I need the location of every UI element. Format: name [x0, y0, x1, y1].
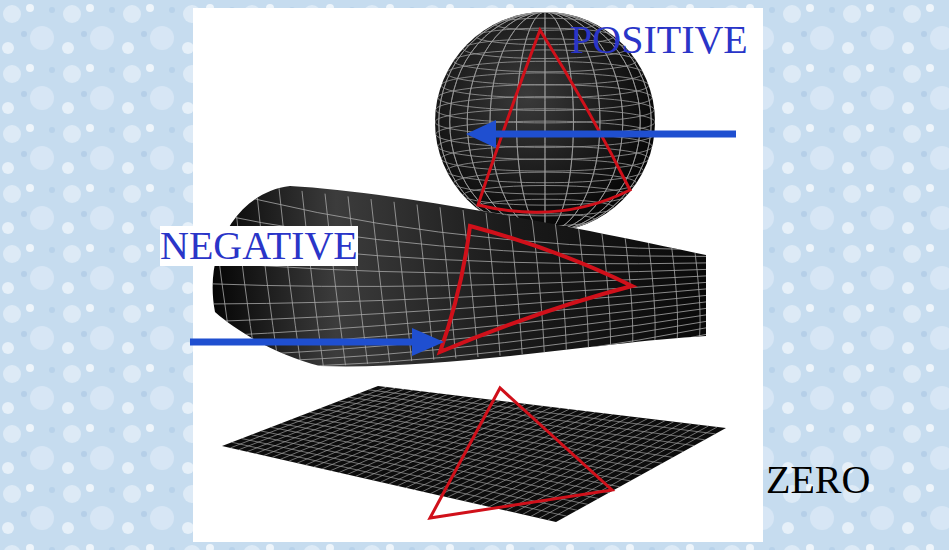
hyperbolic-triangle: [440, 226, 632, 352]
flat-triangle: [430, 388, 612, 518]
saddle-surface: [205, 180, 723, 382]
curvature-label: POSITIVE: [570, 20, 748, 60]
white-panel: [193, 8, 763, 542]
curvature-label: ZERO: [766, 460, 870, 500]
curvature-label: NEGATIVE: [160, 226, 358, 266]
flat-plane: [222, 386, 726, 522]
